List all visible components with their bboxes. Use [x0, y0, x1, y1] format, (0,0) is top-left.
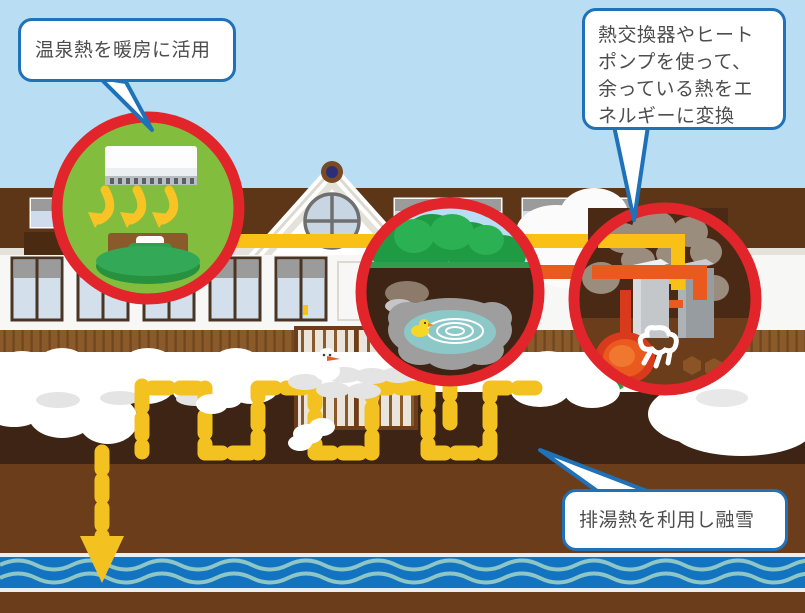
bed [96, 233, 200, 284]
callout-heat-exchanger-text: 熱交換器やヒート ポンプを使って、 余っている熱をエ ネルギーに変換 [598, 25, 755, 127]
rubber-duck [411, 319, 434, 337]
bottom-rock-layer [0, 592, 805, 613]
callout-heat-exchanger: 熱交換器やヒート ポンプを使って、 余っている熱をエ ネルギーに変換 [582, 8, 786, 130]
machinery-ring [568, 202, 762, 396]
steam-glyph [637, 325, 679, 369]
stepping-stones [288, 367, 415, 399]
rock-bath [388, 298, 512, 370]
groundwater-layer [0, 553, 805, 592]
air-conditioner [105, 146, 197, 185]
discharge-arrow-down [80, 444, 124, 583]
airflow-arrow-heads [88, 212, 169, 228]
snow-piles-on-path [196, 390, 335, 451]
snow-bank-right [648, 364, 805, 456]
callout-heating-text: 温泉熱を暖房に活用 [35, 40, 211, 61]
callout-snow-melting: 排湯熱を利用し融雪 [562, 489, 788, 551]
snowman [314, 348, 340, 381]
ground-line [364, 262, 536, 270]
trees [370, 214, 526, 275]
door-handle [303, 305, 308, 315]
heating-ring [51, 111, 245, 305]
callout-heating: 温泉熱を暖房に活用 [18, 18, 236, 82]
circle-machinery [568, 202, 762, 396]
snow-melt-piping [134, 378, 554, 461]
circle-heating [51, 111, 245, 305]
bath-ring [355, 197, 545, 387]
circle-bath [355, 197, 545, 387]
callout-snow-melting-text: 排湯熱を利用し融雪 [579, 510, 755, 531]
